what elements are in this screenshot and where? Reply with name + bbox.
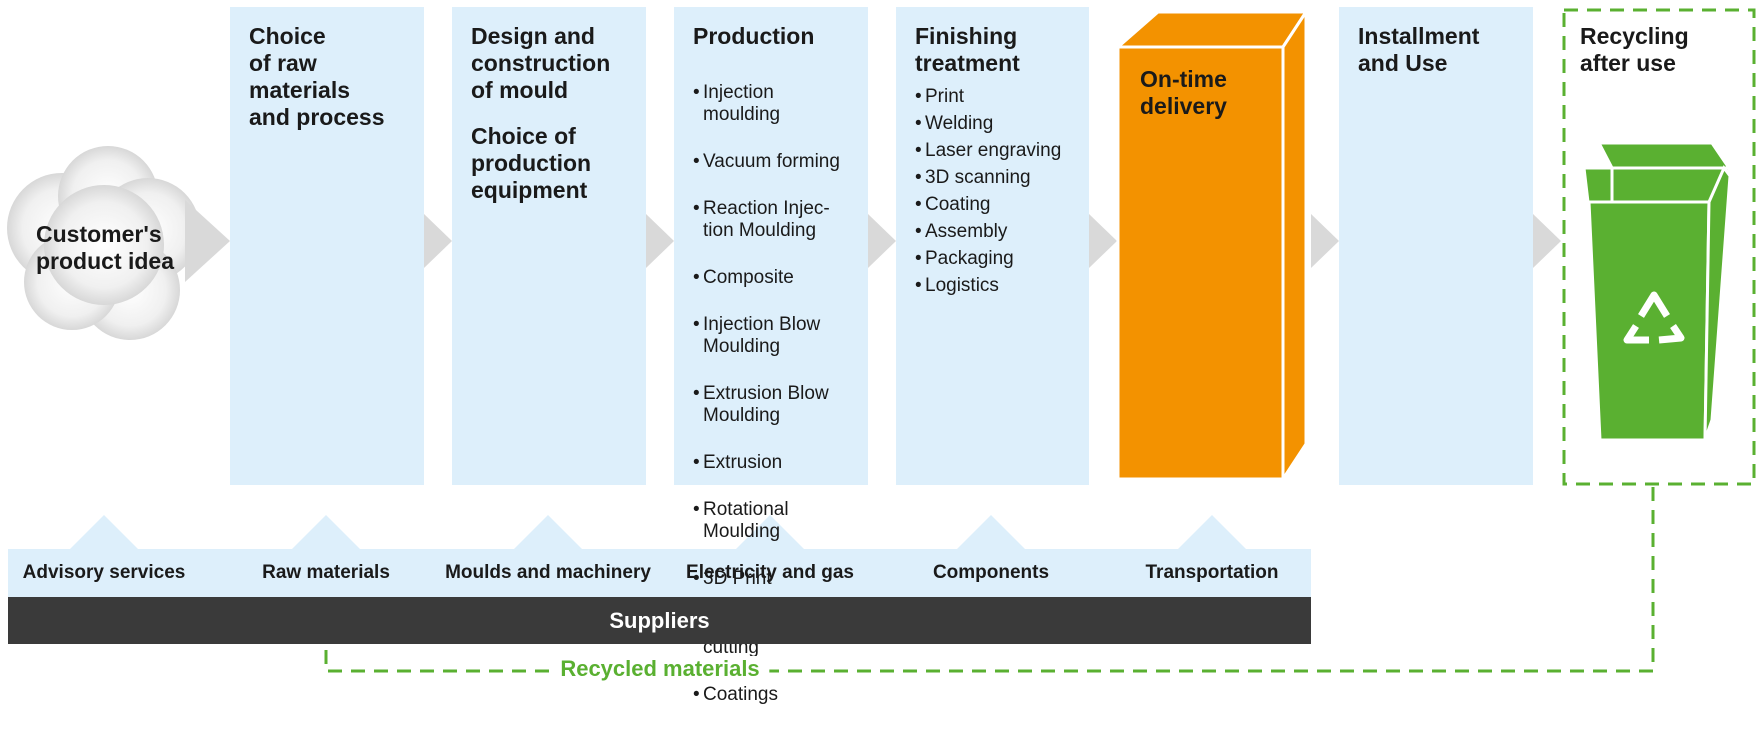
finishing-item: Assembly bbox=[915, 220, 1085, 244]
stage-finishing: Finishing treatment Print Welding Laser … bbox=[896, 7, 1089, 485]
diagram-graphics bbox=[7, 6, 1756, 673]
finishing-item: Welding bbox=[915, 112, 1085, 136]
stage-design: Design and construction of mould Choice … bbox=[452, 7, 646, 485]
flow-arrow-icon bbox=[185, 200, 1561, 282]
stage-production-title: Production bbox=[693, 23, 815, 49]
supplier-band bbox=[8, 549, 1311, 597]
production-item: Extrusion bbox=[693, 452, 864, 474]
recycling-frame bbox=[1562, 8, 1756, 486]
stage-installment: Installment and Use bbox=[1339, 7, 1533, 485]
finishing-list: Print Welding Laser engraving 3D scannin… bbox=[915, 85, 1085, 301]
cloud-icon bbox=[7, 146, 200, 340]
production-item: Rotational Moulding bbox=[693, 499, 864, 543]
stage-recycling-title: Recycling after use bbox=[1580, 23, 1689, 76]
production-item: Reaction Injec- tion Moulding bbox=[693, 198, 864, 242]
recycle-symbol-icon bbox=[1623, 291, 1685, 344]
orange-box-icon bbox=[1114, 6, 1309, 485]
supplier-tab-icons bbox=[70, 515, 1246, 549]
production-item: 3D Print bbox=[693, 568, 864, 590]
supplier-transportation: Transportation bbox=[1145, 562, 1279, 583]
recycled-path bbox=[324, 487, 1655, 673]
production-item: Injection Blow Moulding bbox=[693, 314, 864, 358]
finishing-item: 3D scanning bbox=[915, 166, 1085, 190]
supplier-advisory: Advisory services bbox=[22, 562, 186, 583]
finishing-item: Coating bbox=[915, 193, 1085, 217]
stage-installment-title: Installment and Use bbox=[1358, 23, 1480, 76]
stage-finishing-title: Finishing treatment bbox=[915, 23, 1020, 76]
supplier-energy: Electricity and gas bbox=[686, 562, 854, 583]
finishing-item: Laser engraving bbox=[915, 139, 1085, 163]
production-item: Vacuum forming bbox=[693, 151, 864, 173]
stage-raw-title: Choice of raw materials and process bbox=[249, 23, 385, 130]
stage-design-title: Design and construction of mould bbox=[471, 23, 611, 103]
finishing-item: Packaging bbox=[915, 247, 1085, 271]
stage-raw-materials: Choice of raw materials and process bbox=[230, 7, 424, 485]
production-list: Injection moulding Vacuum forming Reacti… bbox=[693, 60, 864, 731]
suppliers-label: Suppliers bbox=[609, 608, 710, 633]
supplier-components: Components bbox=[932, 562, 1050, 583]
customer-idea-label: Customer's product idea bbox=[36, 221, 175, 274]
production-item: Extrusion Blow Moulding bbox=[693, 383, 864, 427]
recycled-materials-label: Recycled materials bbox=[550, 656, 770, 682]
suppliers-bar: Suppliers bbox=[8, 597, 1311, 644]
finishing-item: Print bbox=[915, 85, 1085, 109]
production-item: Coatings bbox=[693, 684, 864, 706]
stage-design-subtitle: Choice of production equipment bbox=[471, 123, 592, 203]
stage-delivery-title: On-time delivery bbox=[1140, 66, 1227, 119]
finishing-item: Logistics bbox=[915, 274, 1085, 298]
supplier-moulds: Moulds and machinery bbox=[445, 562, 651, 583]
supplier-raw-materials: Raw materials bbox=[262, 562, 390, 583]
stage-production: Production Injection moulding Vacuum for… bbox=[674, 7, 868, 706]
production-item: Injection moulding bbox=[693, 82, 864, 126]
production-item: Composite bbox=[693, 267, 864, 289]
recycle-bin-icon bbox=[1582, 141, 1732, 442]
